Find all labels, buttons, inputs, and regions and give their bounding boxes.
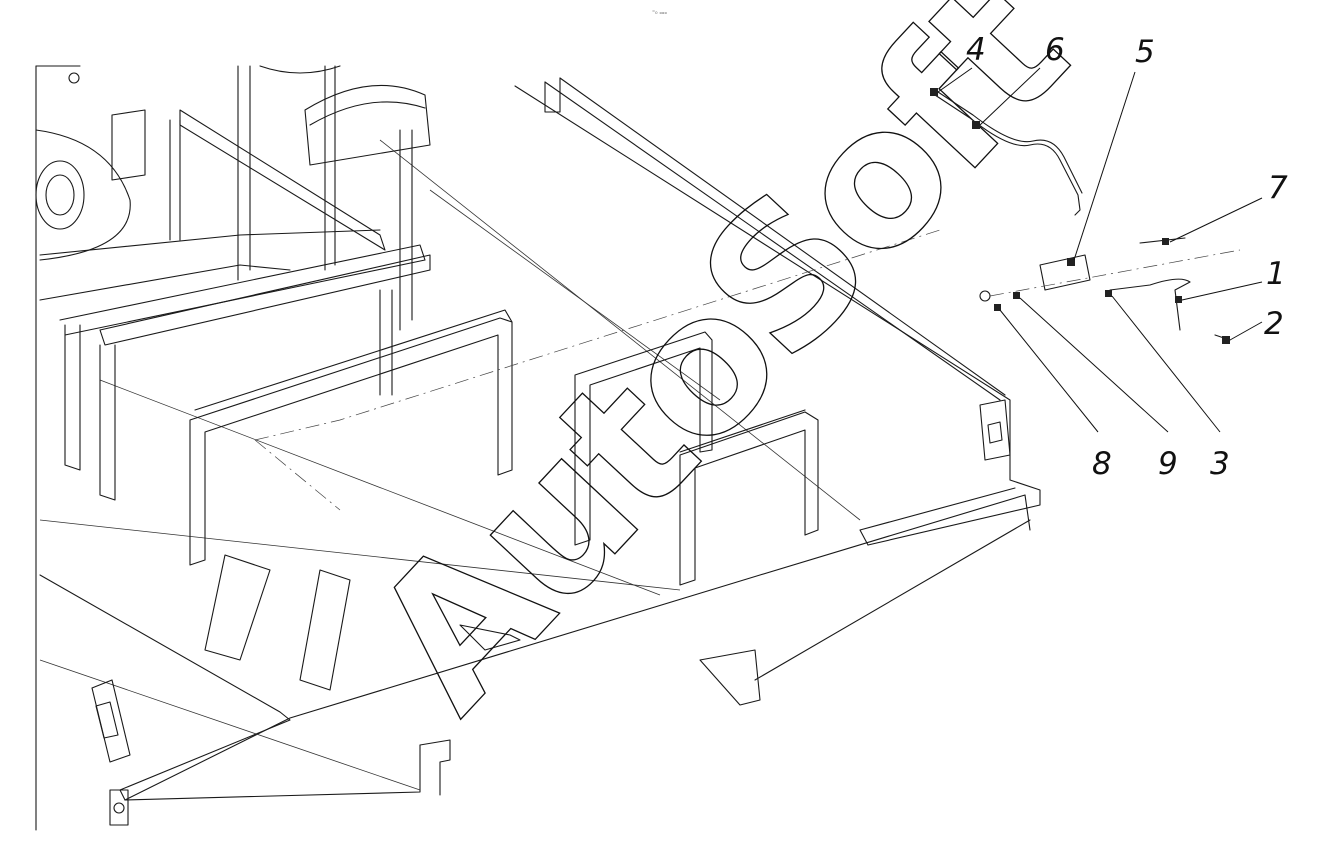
fitting-3	[1105, 290, 1112, 297]
fitting-1	[1175, 296, 1182, 303]
fitting-8	[994, 304, 1001, 311]
callout-2: 2	[1264, 306, 1284, 342]
fitting-7	[1162, 238, 1169, 245]
callouts: 4 6 5 7 1 2 8 9 3	[937, 32, 1288, 482]
fitting-4	[930, 88, 938, 96]
watermark-autosoft: AutoSoft	[331, 0, 1107, 751]
callout-5: 5	[1135, 34, 1155, 70]
callout-7: 7	[1268, 170, 1288, 206]
block-5	[1067, 258, 1075, 266]
callout-1: 1	[1266, 256, 1286, 292]
fitting-9	[1013, 292, 1020, 299]
callout-8: 8	[1092, 446, 1112, 482]
fitting-6	[972, 121, 980, 129]
callout-9: 9	[1158, 446, 1178, 482]
upper-machinery	[35, 65, 431, 501]
header-mark: ⁼₀ ₒₒₒ	[652, 9, 667, 16]
guard-frames	[189, 229, 941, 691]
callout-3: 3	[1210, 446, 1230, 482]
callout-4: 4	[966, 32, 986, 68]
platform-frame	[35, 65, 1041, 831]
callout-6: 6	[1045, 32, 1065, 68]
fitting-2	[1222, 336, 1230, 344]
watermark-text: AutoSoft	[331, 0, 1106, 751]
